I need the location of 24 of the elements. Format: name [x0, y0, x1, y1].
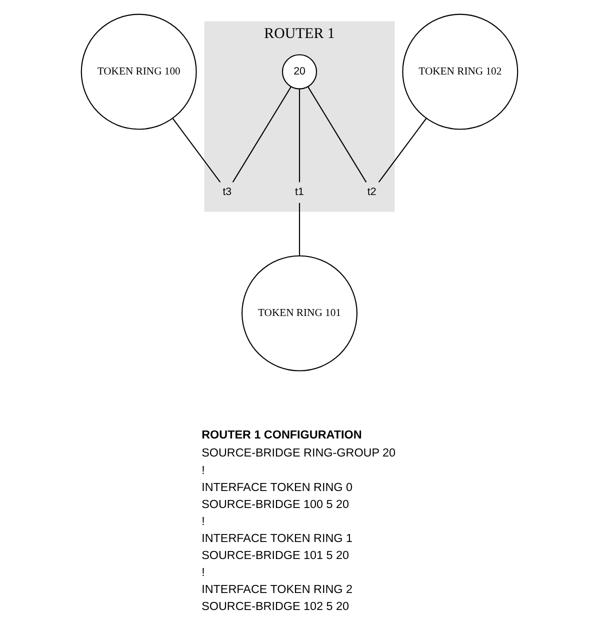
connector: [298, 88, 300, 182]
label: INTERFACE TOKEN RING 0: [202, 480, 352, 494]
node-text: t1: [295, 186, 304, 198]
node-circle: 20: [282, 54, 318, 89]
label: !: [202, 565, 205, 578]
node-circle: TOKEN RING 102: [402, 13, 518, 130]
node-text: t3: [222, 186, 232, 198]
connector: [172, 118, 221, 182]
node-circle: TOKEN RING 100: [80, 13, 197, 130]
label: SOURCE-BRIDGE 102 5 20: [202, 599, 350, 612]
label: !: [202, 463, 205, 476]
label: INTERFACE TOKEN RING 1: [202, 531, 352, 544]
connector: [308, 86, 367, 182]
node-text: t2: [367, 186, 376, 198]
label: !: [202, 514, 205, 528]
connector: [378, 118, 427, 182]
connector: [298, 202, 300, 256]
label: INTERFACE TOKEN RING 2: [202, 582, 352, 596]
connector: [232, 86, 292, 182]
label: ROUTER 1 CONFIGURATION: [202, 428, 362, 442]
label: SOURCE-BRIDGE 100 5 20: [202, 497, 350, 510]
label: SOURCE-BRIDGE 101 5 20: [202, 548, 350, 562]
node-circle: TOKEN RING 101: [242, 254, 358, 371]
label: SOURCE-BRIDGE RING-GROUP 20: [202, 446, 396, 460]
